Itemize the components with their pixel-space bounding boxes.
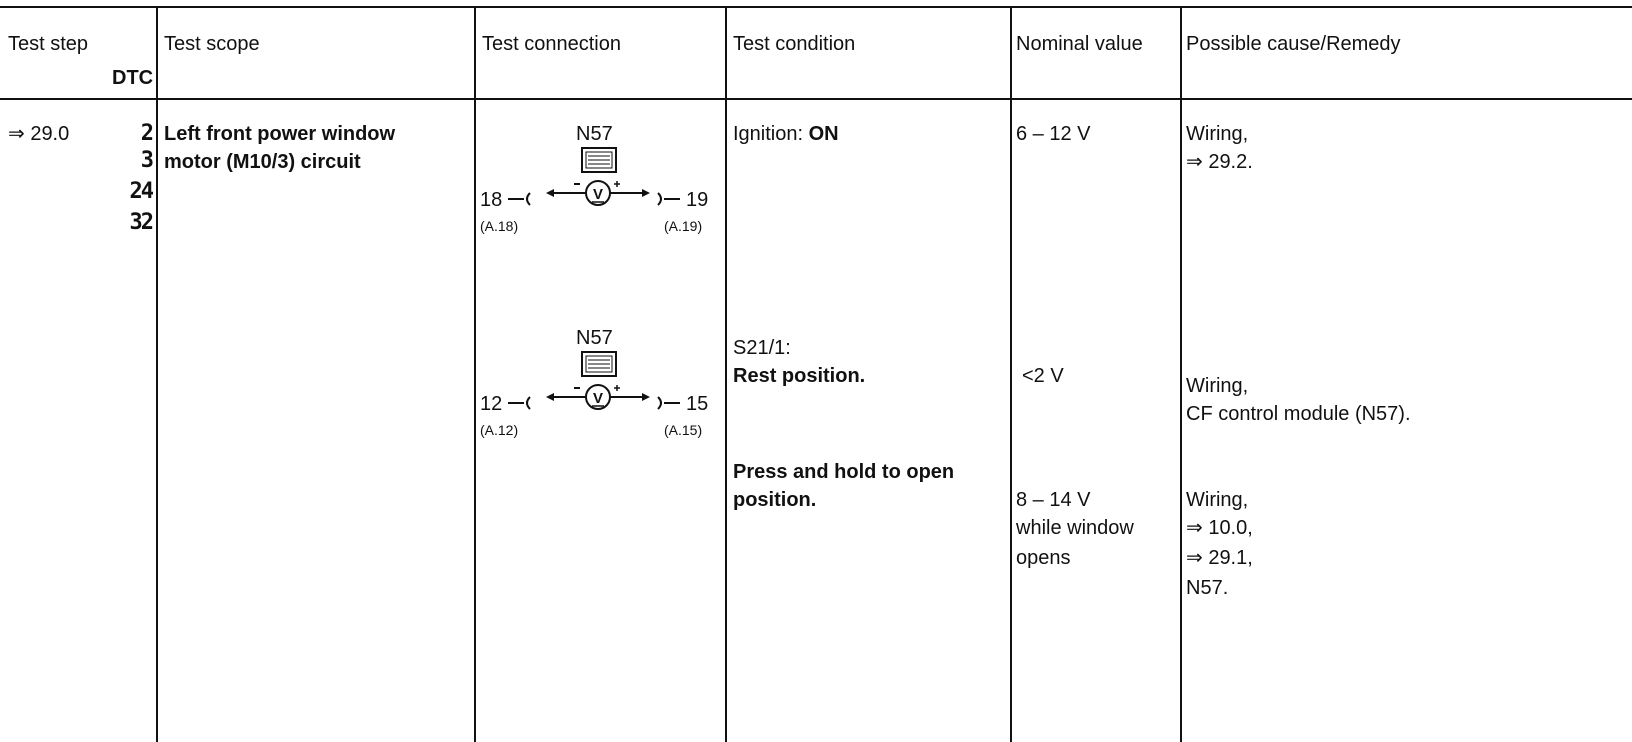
- control-module-icon: [581, 147, 617, 173]
- test-condition-switch: S21/1:: [733, 337, 791, 359]
- test-condition-ignition: Ignition: ON: [733, 122, 839, 146]
- remedy-line: Wiring,: [1186, 375, 1249, 397]
- remedy-line: ⇒ 29.1,: [1186, 547, 1253, 569]
- left-probe-wire: [508, 396, 531, 410]
- test-condition-press: Press and hold to open: [733, 461, 955, 483]
- test-step-number: ⇒ 29.0: [8, 123, 70, 145]
- ignition-state: ON: [808, 123, 839, 145]
- test-scope-line: motor (M10/3) circuit: [164, 151, 361, 173]
- connection-graphic: V: [508, 147, 680, 206]
- control-module-icon: [581, 351, 617, 377]
- remedy-line: N57.: [1186, 577, 1229, 599]
- header-test-step: Test step: [8, 33, 89, 55]
- module-label: N57: [576, 123, 613, 145]
- header-remedy: Possible cause/Remedy: [1186, 33, 1401, 55]
- remedy-line: Wiring,: [1186, 489, 1249, 511]
- header-test-scope: Test scope: [164, 33, 260, 55]
- voltmeter-icon: V: [546, 180, 650, 206]
- column-divider: [725, 8, 727, 742]
- voltmeter-icon: V: [546, 384, 650, 410]
- left-probe-wire: [508, 192, 531, 206]
- right-probe-wire: [657, 192, 680, 206]
- nominal-value: 6 – 12 V: [1016, 123, 1091, 145]
- nominal-value-note: opens: [1016, 547, 1071, 569]
- column-divider: [1180, 8, 1182, 742]
- ref-left: (A.18): [480, 218, 519, 234]
- ref-left: (A.12): [480, 422, 519, 438]
- nominal-value: 8 – 14 V: [1016, 489, 1091, 511]
- dtc-code: 32: [129, 210, 155, 235]
- pin-left: 18: [480, 189, 503, 211]
- remedy-line: Wiring,: [1186, 123, 1249, 145]
- header-test-connection: Test connection: [482, 33, 621, 55]
- column-divider: [156, 8, 158, 742]
- column-divider: [474, 8, 476, 742]
- nominal-value: <2 V: [1022, 365, 1064, 387]
- svg-text:V: V: [593, 186, 603, 203]
- dtc-code: 3: [140, 148, 154, 173]
- test-connection-diagram: N57 V: [480, 114, 740, 234]
- pin-right: 15: [686, 393, 709, 415]
- test-connection-diagram: N57 V: [480, 318, 740, 438]
- remedy-line: CF control module (N57).: [1186, 403, 1411, 425]
- header-nominal-value: Nominal value: [1016, 33, 1143, 55]
- ignition-label: Ignition:: [733, 123, 809, 145]
- test-condition-rest: Rest position.: [733, 365, 866, 387]
- connection-graphic: V: [508, 351, 680, 410]
- nominal-value-note: while window: [1016, 517, 1134, 539]
- pin-left: 12: [480, 393, 503, 415]
- test-condition-press: position.: [733, 489, 817, 511]
- svg-text:V: V: [593, 390, 603, 407]
- column-divider: [1010, 8, 1012, 742]
- module-label: N57: [576, 327, 613, 349]
- right-probe-wire: [657, 396, 680, 410]
- header-dtc: DTC: [112, 67, 154, 89]
- remedy-line: ⇒ 10.0,: [1186, 517, 1253, 539]
- table-top-rule: [0, 6, 1632, 8]
- dtc-code: 24: [129, 179, 155, 204]
- test-scope-line: Left front power window: [164, 123, 396, 145]
- header-bottom-rule: [0, 98, 1632, 100]
- header-test-condition: Test condition: [733, 33, 856, 55]
- ref-right: (A.19): [664, 218, 703, 234]
- remedy-line: ⇒ 29.2.: [1186, 151, 1253, 173]
- pin-right: 19: [686, 189, 709, 211]
- dtc-code: 2: [140, 121, 154, 146]
- ref-right: (A.15): [664, 422, 703, 438]
